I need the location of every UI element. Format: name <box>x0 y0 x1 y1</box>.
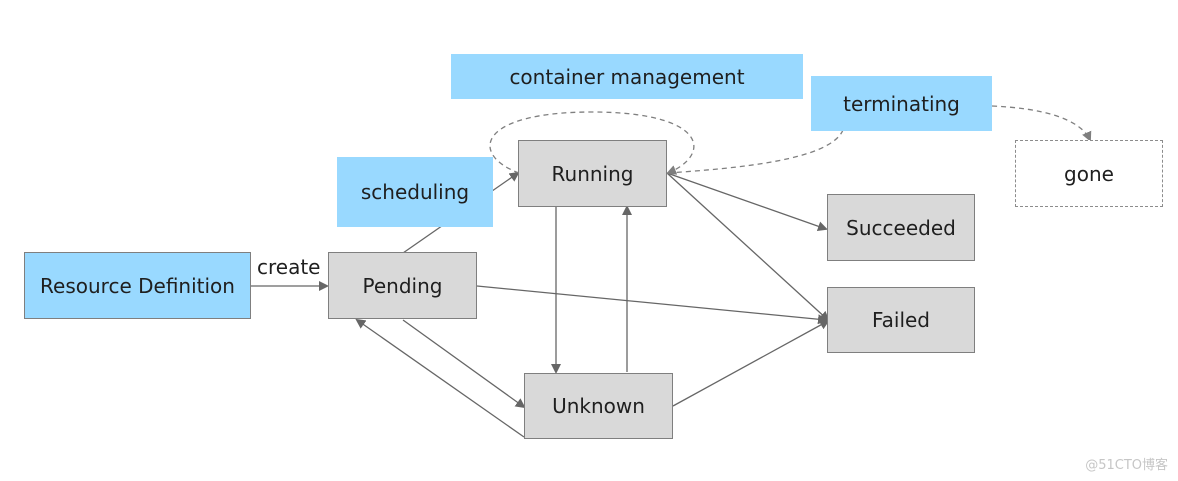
resource-definition-label: Resource Definition <box>40 273 235 298</box>
edge-running-to-failed <box>666 172 830 322</box>
running-node: Running <box>518 140 667 207</box>
edge-pending-to-unknown <box>402 319 526 409</box>
scheduling-label: scheduling <box>360 180 470 204</box>
gone-node: gone <box>1015 140 1163 207</box>
edge-running-self-loop <box>489 111 695 175</box>
unknown-node: Unknown <box>524 373 673 439</box>
edge-unknown-to-pending <box>355 318 525 438</box>
failed-node: Failed <box>827 287 975 353</box>
pending-label: Pending <box>362 273 443 298</box>
edge-unknown-to-failed <box>672 320 830 407</box>
scheduling-label-box: scheduling <box>337 157 493 227</box>
edge-running-to-terminating <box>667 129 844 174</box>
running-label: Running <box>551 161 634 186</box>
unknown-label: Unknown <box>552 394 645 418</box>
terminating-label-box: terminating <box>811 76 992 131</box>
gone-label: gone <box>1064 161 1114 186</box>
terminating-label: terminating <box>843 91 960 116</box>
edge-terminating-to-gone <box>991 105 1092 142</box>
edge-pending-to-failed <box>476 285 828 325</box>
container-management-label-box: container management <box>451 54 803 99</box>
succeeded-label: Succeeded <box>846 215 956 240</box>
watermark: @51CTO博客 <box>1085 458 1168 473</box>
failed-label: Failed <box>871 308 931 332</box>
succeeded-node: Succeeded <box>827 194 975 261</box>
create-edge-label: create <box>257 255 321 279</box>
pending-node: Pending <box>328 252 477 319</box>
container-management-label: container management <box>509 64 745 89</box>
edge-running-to-succeeded <box>666 172 828 232</box>
resource-definition-node: Resource Definition <box>24 252 251 319</box>
